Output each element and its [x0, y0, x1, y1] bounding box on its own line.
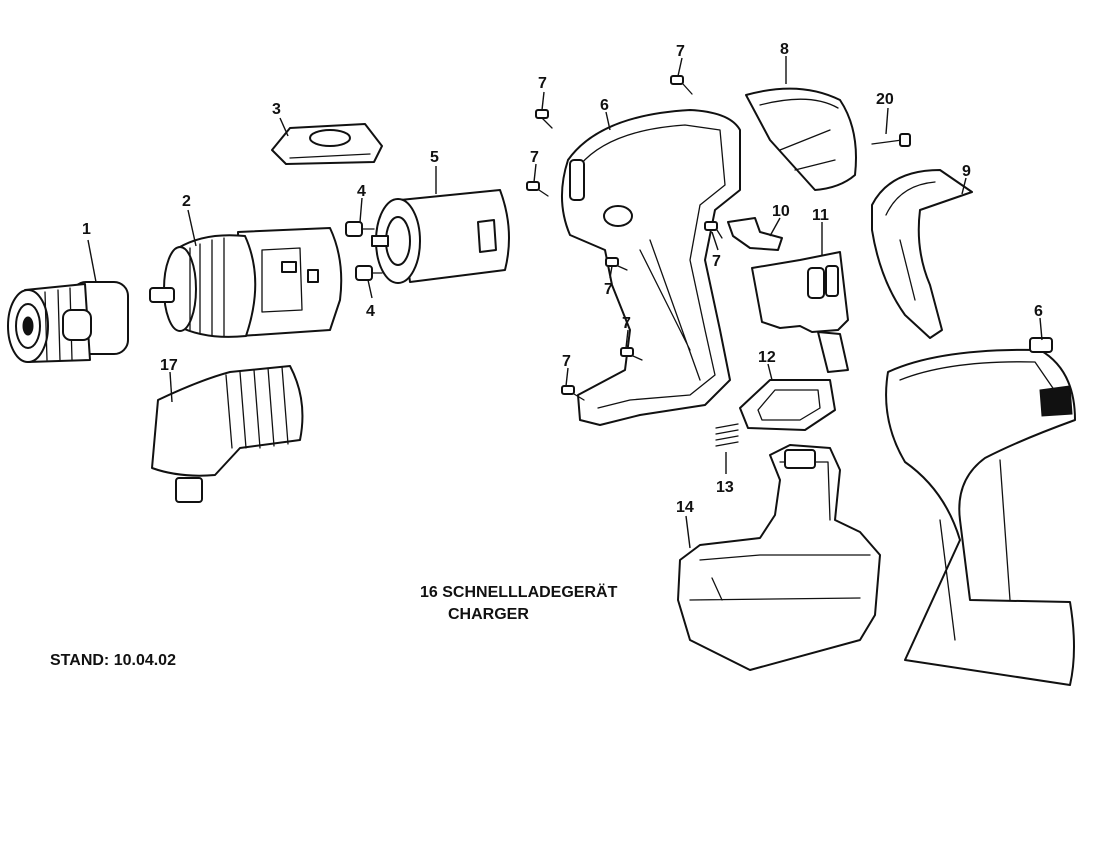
part-5-motor: [371, 189, 510, 284]
part-4-screw-lower: [355, 265, 383, 281]
callout-6a: 6: [600, 97, 609, 114]
leader-1: [87, 239, 97, 283]
callout-13: 13: [716, 479, 734, 496]
leader-lines: [87, 56, 1043, 549]
part-6-housing-left: [560, 109, 741, 426]
leader-6b: [1039, 317, 1043, 341]
part-14-battery-pack: [677, 444, 881, 671]
callout-7e: 7: [712, 253, 721, 270]
leader-7b: [677, 57, 683, 77]
revision-stand-label: STAND: 10.04.02: [50, 652, 176, 669]
part-20-pin: [871, 133, 911, 147]
leader-6a: [605, 111, 611, 131]
leader-12: [767, 363, 773, 381]
part-7-screw-b: [670, 75, 693, 95]
charger-label-de: 16 SCHNELLLADEGERÄT: [420, 584, 618, 601]
leader-17: [169, 371, 173, 403]
callout-5: 5: [430, 149, 439, 166]
part-7-screw-d: [605, 257, 628, 271]
leader-10: [769, 217, 781, 237]
part-6-housing-right: [885, 337, 1076, 686]
part-10-switch-slide: [727, 217, 783, 251]
callout-4a: 4: [357, 183, 366, 200]
part-7-screw-f: [620, 347, 643, 361]
callout-10: 10: [772, 203, 790, 220]
leader-9: [961, 177, 967, 195]
charger-label-en: CHARGER: [448, 606, 529, 623]
callout-7g: 7: [562, 353, 571, 370]
part-3-top-cover: [271, 123, 383, 165]
leader-2: [187, 209, 197, 247]
part-9-side-trim: [871, 169, 973, 339]
callout-6b: 6: [1034, 303, 1043, 320]
part-12-contact-frame: [739, 379, 836, 431]
leader-14: [685, 515, 691, 549]
part-7-screw-a: [535, 109, 553, 129]
part-7-screw-c: [526, 181, 549, 197]
part-1-keyless-chuck: [7, 281, 129, 363]
part-2-gearbox: [149, 227, 343, 338]
part-11-trigger-switch: [751, 251, 849, 373]
callout-14: 14: [676, 499, 694, 516]
callout-numbers: 1 2 3 4 4 5 6 6 7 7 7 7 7 7 7 8 9 10 11 …: [82, 41, 1043, 516]
leader-20: [885, 107, 889, 135]
callout-7f: 7: [622, 315, 631, 332]
part-13-spring: [715, 423, 739, 447]
part-17-angle-attachment: [151, 365, 304, 503]
callout-7c: 7: [530, 149, 539, 166]
part-8-top-cover: [745, 87, 857, 191]
callout-8: 8: [780, 41, 789, 58]
callout-3: 3: [272, 101, 281, 118]
callout-17: 17: [160, 357, 178, 374]
callout-20: 20: [876, 91, 894, 108]
callout-1: 1: [82, 221, 91, 238]
leader-7d: [609, 265, 613, 279]
callout-12: 12: [758, 349, 776, 366]
callout-9: 9: [962, 163, 971, 180]
callout-7a: 7: [538, 75, 547, 92]
callout-2: 2: [182, 193, 191, 210]
part-7-screw-g: [561, 385, 585, 401]
leader-3: [279, 117, 289, 137]
leader-4b: [367, 279, 373, 299]
leader-7a: [541, 91, 545, 111]
leader-7g: [565, 367, 569, 387]
leader-7c: [533, 163, 537, 183]
leader-7f: [625, 329, 629, 349]
part-4-screw-upper: [345, 221, 375, 237]
callout-7b: 7: [676, 43, 685, 60]
leader-4a: [359, 197, 363, 223]
part-7-screw-e: [704, 221, 723, 239]
callout-4b: 4: [366, 303, 375, 320]
leader-7e: [711, 231, 719, 251]
callout-11: 11: [812, 207, 829, 224]
callout-7d: 7: [604, 281, 613, 298]
